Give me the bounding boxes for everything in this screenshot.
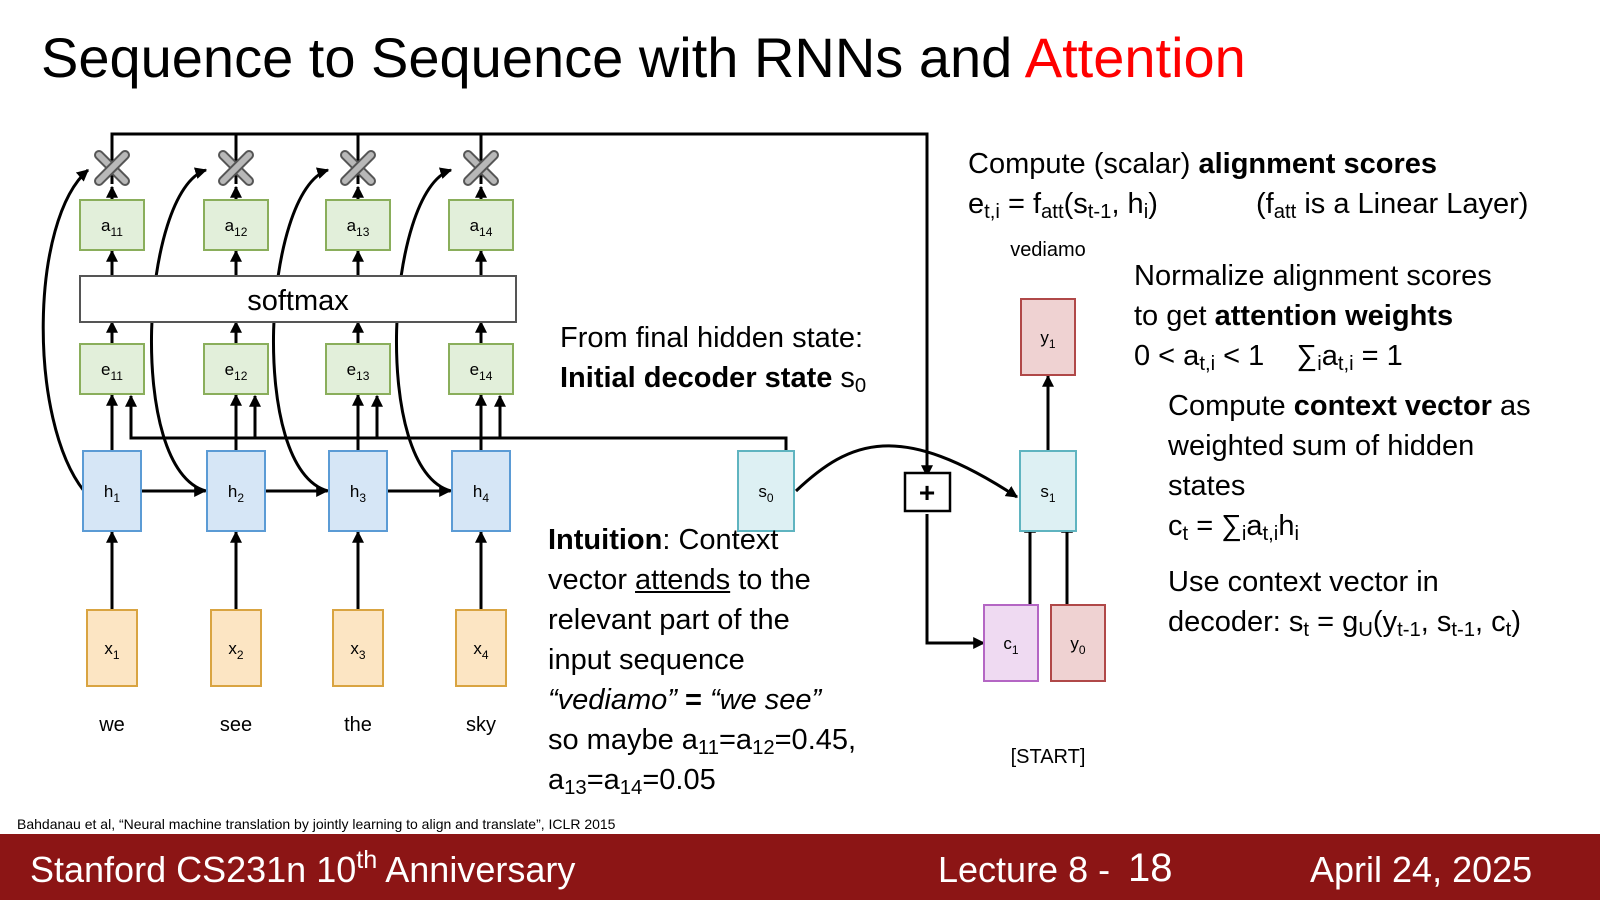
intuition-line6: so maybe a11=a12=0.45, <box>548 724 857 760</box>
context-line3: states <box>1168 470 1246 502</box>
node-a11: a11 <box>79 199 145 251</box>
intuition-line2: vector attends to the <box>548 564 811 596</box>
node-e12: e12 <box>203 343 269 395</box>
node-a13: a13 <box>325 199 391 251</box>
citation: Bahdanau et al, “Neural machine translat… <box>17 816 616 832</box>
softmax-layer: softmax <box>79 275 517 323</box>
node-c1: c1 <box>983 604 1039 682</box>
alignment-formula: et,i = fatt(st-1, hi) <box>968 188 1158 224</box>
footer-page-number: 18 <box>1128 846 1173 890</box>
intuition-line5: “vediamo” = “we see” <box>548 684 822 716</box>
arc-h2-to-weight <box>149 167 208 493</box>
node-a14: a14 <box>448 199 514 251</box>
node-x2: x2 <box>210 609 262 687</box>
normalize-line2: to get attention weights <box>1134 300 1454 332</box>
arc-h1-to-weight <box>41 168 89 492</box>
svg-text:softmax: softmax <box>247 285 349 317</box>
svg-text:+: + <box>919 477 935 508</box>
node-x3: x3 <box>332 609 384 687</box>
intuition-line3: relevant part of the <box>548 604 790 636</box>
final-hidden-note-line1: From final hidden state: <box>560 322 864 354</box>
intuition-line1: Intuition: Context <box>548 524 779 556</box>
node-s1: s1 <box>1019 450 1077 532</box>
normalize-line1: Normalize alignment scores <box>1134 260 1492 292</box>
footer-course: Stanford CS231n 10th Anniversary <box>30 846 576 890</box>
arc-h4-to-weight <box>394 167 453 493</box>
context-line2: weighted sum of hidden <box>1168 430 1475 462</box>
use-context-line1: Use context vector in <box>1168 566 1439 598</box>
link-weights-to-plus <box>110 132 933 478</box>
arc-h3-to-weight <box>271 167 330 493</box>
multiply-icon <box>218 150 254 186</box>
intuition-line4: input sequence <box>548 644 745 676</box>
encoder-word-3: the <box>344 714 372 736</box>
footer-date: April 24, 2025 <box>1310 849 1533 890</box>
context-formula: ct = ∑iat,ihi <box>1168 510 1299 546</box>
link-s0-to-e1 <box>125 394 788 452</box>
link-plus-to-c1 <box>925 514 986 649</box>
start-token: [START] <box>1011 746 1086 768</box>
slide-title: Sequence to Sequence with RNNs and Atten… <box>41 26 1246 89</box>
encoder-word-2: see <box>220 714 252 736</box>
node-s0: s0 <box>737 450 795 532</box>
alignment-scores-heading: Compute (scalar) alignment scores <box>968 148 1437 180</box>
title-accent: Attention <box>1024 26 1246 89</box>
intuition-line7: a13=a14=0.05 <box>548 764 716 800</box>
alignment-note: (fatt is a Linear Layer) <box>1256 188 1529 224</box>
link-s0-to-s1 <box>794 444 1019 499</box>
node-a12: a12 <box>203 199 269 251</box>
decoder-output-word: vediamo <box>1010 239 1086 261</box>
node-y1: y1 <box>1020 298 1076 376</box>
multiply-icon <box>94 150 130 186</box>
node-h4: h4 <box>451 450 511 532</box>
node-e13: e13 <box>325 343 391 395</box>
multiply-icon <box>340 150 376 186</box>
final-hidden-note-line2: Initial decoder state s0 <box>560 362 867 398</box>
encoder-word-1: we <box>98 714 125 736</box>
use-context-line2: decoder: st = gU(yt-1, st-1, ct) <box>1168 606 1521 642</box>
node-x1: x1 <box>86 609 138 687</box>
node-e14: e14 <box>448 343 514 395</box>
node-h3: h3 <box>328 450 388 532</box>
context-line1: Compute context vector as <box>1168 390 1531 422</box>
node-y0: y0 <box>1050 604 1106 682</box>
plus-box: + <box>903 471 952 513</box>
footer-bar: Stanford CS231n 10th Anniversary Lecture… <box>0 834 1600 900</box>
node-e11: e11 <box>79 343 145 395</box>
footer-lecture: Lecture 8 - <box>938 849 1111 890</box>
encoder-word-4: sky <box>466 714 496 736</box>
node-h2: h2 <box>206 450 266 532</box>
node-x4: x4 <box>455 609 507 687</box>
normalize-constraint: 0 < at,i < 1 ∑iat,i = 1 <box>1134 340 1403 376</box>
node-h1: h1 <box>82 450 142 532</box>
multiply-icon <box>463 150 499 186</box>
